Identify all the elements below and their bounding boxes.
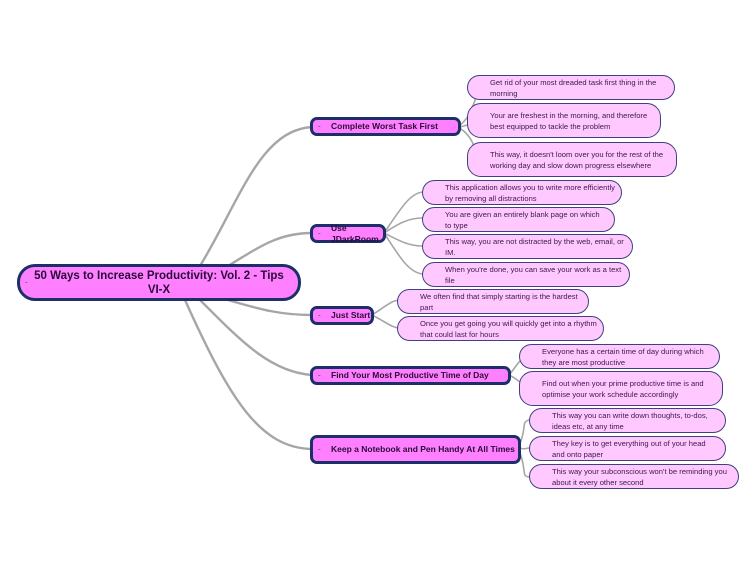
leaf-topic-text: They key is to get everything out of you… [552, 438, 706, 459]
root-topic-label: 50 Ways to Increase Productivity: Vol. 2… [34, 269, 284, 296]
branch-topic-2[interactable]: - Use JDarkRoom [310, 222, 386, 244]
link-root-branch-4 [198, 298, 314, 377]
leaf-topic-text: Once you get going you will quickly get … [420, 318, 597, 339]
branch-topic-label: Use JDarkRoom [331, 222, 379, 244]
leaf-topic-text: Everyone has a certain time of day durin… [542, 346, 704, 367]
link-root-branch-1 [198, 125, 314, 268]
leaf-topic-5-2[interactable]: They key is to get everything out of you… [529, 436, 726, 461]
link-b2-leaf-3 [383, 232, 423, 247]
link-b2-leaf-2 [383, 217, 423, 234]
leaf-topic-text: When you're done, you can save your work… [445, 264, 622, 285]
leaf-topic-text: Find out when your prime productive time… [542, 378, 704, 399]
branch-topic-1[interactable]: - Complete Worst Task First [310, 117, 461, 136]
leaf-topic-text: This way you can write down thoughts, to… [552, 410, 708, 431]
leaf-topic-2-4[interactable]: When you're done, you can save your work… [422, 262, 630, 287]
leaf-topic-1-2[interactable]: Your are freshest in the morning, and th… [467, 103, 661, 138]
leaf-topic-2-3[interactable]: This way, you are not distracted by the … [422, 234, 633, 259]
collapse-icon[interactable]: - [318, 228, 321, 238]
link-root-branch-3 [226, 298, 314, 317]
branch-topic-3[interactable]: - Just Start [310, 306, 374, 325]
collapse-icon[interactable]: - [318, 444, 321, 454]
collapse-icon[interactable]: - [318, 310, 321, 320]
link-b3-leaf-2 [371, 314, 401, 329]
root-topic[interactable]: - 50 Ways to Increase Productivity: Vol.… [17, 264, 301, 301]
leaf-topic-2-2[interactable]: You are given an entirely blank page on … [422, 207, 615, 232]
branch-topic-label: Find Your Most Productive Time of Day [331, 370, 489, 380]
link-root-branch-5 [183, 298, 314, 451]
leaf-topic-text: This application allows you to write mor… [445, 182, 615, 203]
leaf-topic-text: This way your subconscious won't be remi… [552, 466, 727, 487]
link-b3-leaf-1 [371, 299, 401, 316]
branch-topic-5[interactable]: - Keep a Notebook and Pen Handy At All T… [310, 435, 521, 464]
link-b2-leaf-1 [383, 191, 425, 234]
leaf-topic-4-1[interactable]: Everyone has a certain time of day durin… [519, 344, 720, 369]
collapse-icon[interactable]: - [25, 277, 28, 287]
collapse-icon[interactable]: - [318, 370, 321, 380]
leaf-topic-text: We often find that simply starting is th… [420, 291, 578, 312]
collapse-icon[interactable]: - [318, 121, 321, 131]
leaf-topic-text: Get rid of your most dreaded task first … [490, 77, 657, 98]
branch-topic-4[interactable]: - Find Your Most Productive Time of Day [310, 366, 511, 385]
leaf-topic-text: Your are freshest in the morning, and th… [490, 110, 648, 131]
leaf-topic-2-1[interactable]: This application allows you to write mor… [422, 180, 622, 205]
link-root-branch-2 [226, 231, 314, 268]
leaf-topic-4-2[interactable]: Find out when your prime productive time… [519, 371, 723, 406]
link-b5-leaf-2 [519, 447, 531, 450]
leaf-topic-1-3[interactable]: This way, it doesn't loom over you for t… [467, 142, 677, 177]
branch-topic-label: Keep a Notebook and Pen Handy At All Tim… [331, 444, 515, 454]
link-b2-leaf-4 [383, 232, 425, 275]
leaf-topic-5-1[interactable]: This way you can write down thoughts, to… [529, 408, 726, 433]
leaf-topic-3-1[interactable]: We often find that simply starting is th… [397, 289, 589, 314]
branch-topic-label: Just Start [331, 310, 371, 320]
leaf-topic-text: You are given an entirely blank page on … [445, 209, 600, 230]
leaf-topic-5-3[interactable]: This way your subconscious won't be remi… [529, 464, 739, 489]
branch-topic-label: Complete Worst Task First [331, 121, 438, 131]
leaf-topic-3-2[interactable]: Once you get going you will quickly get … [397, 316, 604, 341]
leaf-topic-text: This way, you are not distracted by the … [445, 236, 624, 257]
leaf-topic-1-1[interactable]: Get rid of your most dreaded task first … [467, 75, 675, 100]
leaf-topic-text: This way, it doesn't loom over you for t… [490, 149, 664, 170]
